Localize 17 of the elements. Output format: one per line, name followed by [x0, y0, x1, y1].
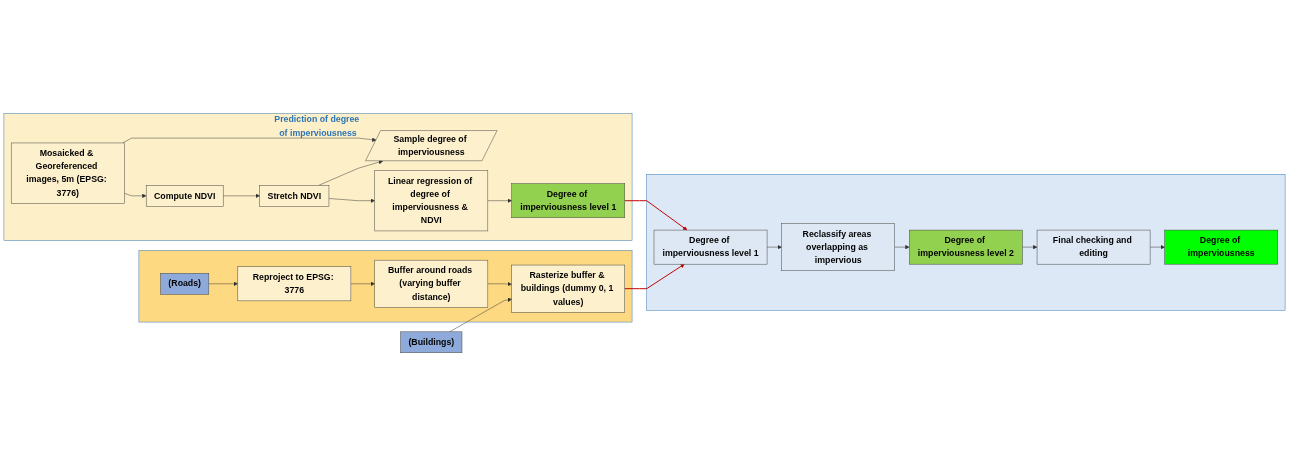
node-box: Degree of imperviousness level 2 [909, 229, 1023, 265]
cluster [646, 174, 1286, 311]
cluster [138, 250, 633, 323]
node-box: Compute NDVI [145, 185, 224, 207]
node-box: Rasterize buffer & buildings (dummy 0, 1 values) [511, 264, 625, 313]
node-box: Mosaicked & Georeferenced images, 5m (EPSG: 3776) [10, 142, 125, 204]
node-box: Degree of imperviousness level 1 [511, 183, 625, 218]
node-box: Degree of imperviousness [1164, 229, 1279, 265]
node-box: Linear regression of degree of imperviousness & NDVI [374, 170, 489, 232]
node-box: Final checking and editing [1036, 229, 1151, 265]
node-box: Degree of imperviousness level 1 [653, 229, 768, 265]
node-box: (Buildings) [400, 331, 463, 353]
node-box: (Roads) [160, 273, 210, 295]
node-box: Stretch NDVI [259, 185, 330, 207]
node-box: Buffer around roads (varying buffer distance) [374, 259, 489, 308]
node-box: Reproject to EPSG: 3776 [237, 266, 352, 302]
node-box: Reclassify areas overlapping as impervious [781, 223, 895, 271]
